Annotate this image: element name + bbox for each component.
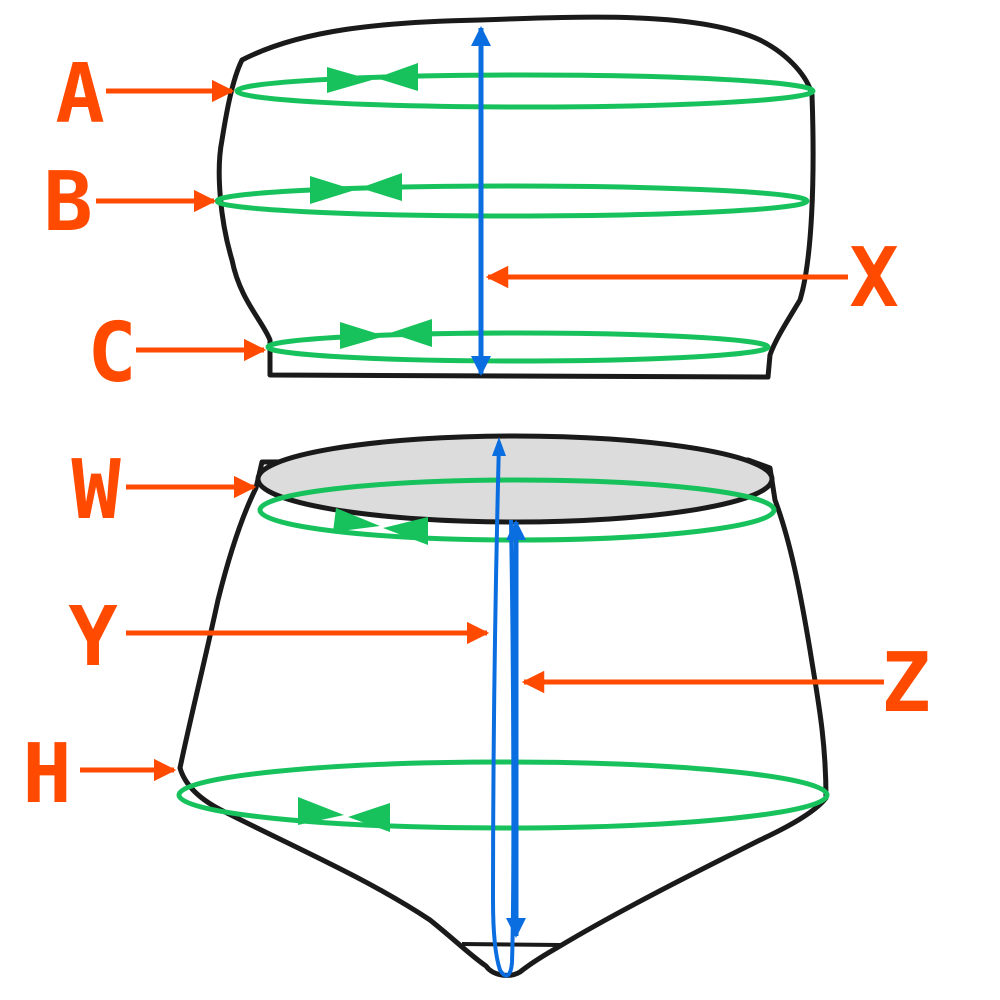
circumference-c bbox=[265, 330, 771, 364]
measure-b bbox=[214, 173, 810, 219]
circumference-h bbox=[176, 759, 830, 831]
label-c: C bbox=[87, 306, 136, 401]
tension-arrow-b-right bbox=[310, 176, 355, 204]
top-garment bbox=[216, 14, 816, 380]
bottom-garment bbox=[177, 433, 829, 978]
tension-arrow-a-left bbox=[376, 63, 418, 91]
circumference-a bbox=[234, 72, 816, 110]
top-garment-outline bbox=[216, 14, 816, 380]
label-h: H bbox=[22, 727, 71, 822]
pointer-arrows bbox=[80, 79, 884, 782]
tension-arrow-h-right bbox=[298, 797, 344, 825]
label-b: B bbox=[43, 155, 92, 250]
label-a: A bbox=[55, 47, 104, 142]
label-y: Y bbox=[68, 590, 118, 685]
measure-a bbox=[234, 63, 816, 110]
label-z: Z bbox=[881, 636, 930, 731]
measure-c bbox=[265, 319, 771, 364]
length-y-arrowhead bbox=[492, 437, 506, 456]
tension-arrow-h-left bbox=[348, 803, 390, 832]
label-x: X bbox=[849, 231, 898, 326]
circumference-b bbox=[214, 183, 810, 219]
tension-arrow-c-right bbox=[340, 322, 385, 349]
bottom-garment-outline bbox=[177, 457, 829, 978]
tension-arrow-w-right bbox=[333, 508, 380, 532]
tension-arrow-a-right bbox=[327, 67, 372, 93]
tension-arrow-w-left bbox=[383, 517, 428, 545]
label-w: W bbox=[71, 443, 121, 538]
labels: A B C X W Y Z H bbox=[22, 47, 930, 822]
tension-arrow-c-left bbox=[390, 319, 432, 347]
tension-arrow-b-left bbox=[360, 173, 402, 201]
measure-h bbox=[176, 759, 830, 832]
